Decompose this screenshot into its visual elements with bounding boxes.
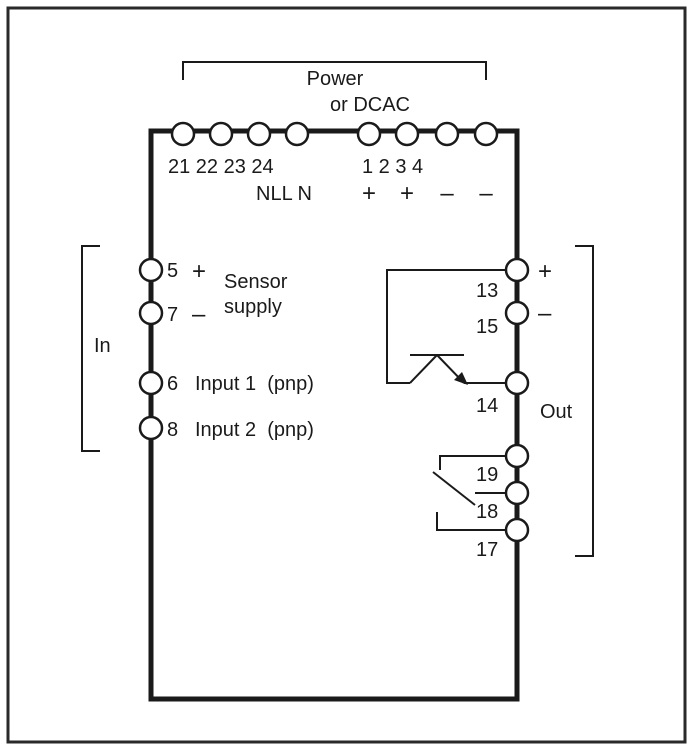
terminal-17-number: 17 — [476, 539, 498, 561]
sign-terminal-3: – — [440, 180, 454, 207]
terminal-4 — [473, 121, 499, 147]
terminal-2 — [394, 121, 420, 147]
terminal-13 — [504, 257, 530, 283]
input-bracket — [81, 245, 100, 452]
top-terminal-numbers-left: 21 22 23 24 — [168, 156, 274, 178]
terminal-1 — [356, 121, 382, 147]
input-1-label: Input 1 (pnp) — [195, 373, 314, 395]
terminal-19 — [504, 443, 530, 469]
outer-frame — [6, 6, 687, 744]
terminal-5-sign: + — [192, 258, 206, 285]
input-terminals — [138, 257, 164, 441]
terminal-7-sign: – — [192, 301, 206, 328]
terminal-5 — [138, 257, 164, 283]
device-body — [148, 128, 520, 702]
terminal-7-number: 7 — [167, 304, 178, 326]
terminal-15 — [504, 300, 530, 326]
power-label-dcac: or DCAC — [330, 94, 410, 116]
terminal-17 — [504, 517, 530, 543]
sign-terminal-1: + — [362, 180, 376, 207]
terminal-21 — [170, 121, 196, 147]
sign-terminal-4: – — [479, 180, 493, 207]
input-bracket-label: In — [94, 335, 111, 357]
terminal-15-number: 15 — [476, 316, 498, 338]
nll-label: NLL N — [256, 183, 312, 205]
terminal-8-number: 8 — [167, 419, 178, 441]
sensor-supply-label: Sensor — [224, 271, 288, 293]
terminal-3 — [434, 121, 460, 147]
input-2-label: Input 2 (pnp) — [195, 419, 314, 441]
terminal-5-number: 5 — [167, 260, 178, 282]
power-label: Power — [307, 68, 364, 90]
output-terminals — [504, 257, 530, 543]
transistor-collector-wire — [386, 269, 505, 384]
relay-wire-17 — [436, 512, 505, 531]
output-bracket — [575, 245, 594, 557]
terminal-7 — [138, 300, 164, 326]
relay-contact-symbol — [432, 455, 505, 531]
relay-switch-blade — [432, 471, 476, 506]
terminal-15-sign: – — [538, 300, 552, 327]
terminal-14 — [504, 370, 530, 396]
terminal-24 — [284, 121, 310, 147]
terminal-14-number: 14 — [476, 395, 498, 417]
top-terminal-numbers-right: 1 2 3 4 — [362, 156, 423, 178]
relay-common-wire — [439, 455, 505, 470]
sign-terminal-2: + — [400, 180, 414, 207]
terminal-22 — [208, 121, 234, 147]
transistor-arrow-icon — [454, 372, 468, 385]
terminal-18-number: 18 — [476, 501, 498, 523]
terminal-13-sign: + — [538, 258, 552, 285]
terminal-19-number: 19 — [476, 464, 498, 486]
transistor-collector — [409, 354, 438, 384]
terminal-18 — [504, 480, 530, 506]
sensor-supply-label-line2: supply — [224, 296, 282, 318]
terminal-6 — [138, 370, 164, 396]
terminal-8 — [138, 415, 164, 441]
terminal-6-number: 6 — [167, 373, 178, 395]
output-bracket-label: Out — [540, 401, 573, 423]
terminal-13-number: 13 — [476, 280, 498, 302]
power-bracket — [182, 61, 487, 80]
terminal-23 — [246, 121, 272, 147]
top-terminal-row — [170, 121, 499, 147]
